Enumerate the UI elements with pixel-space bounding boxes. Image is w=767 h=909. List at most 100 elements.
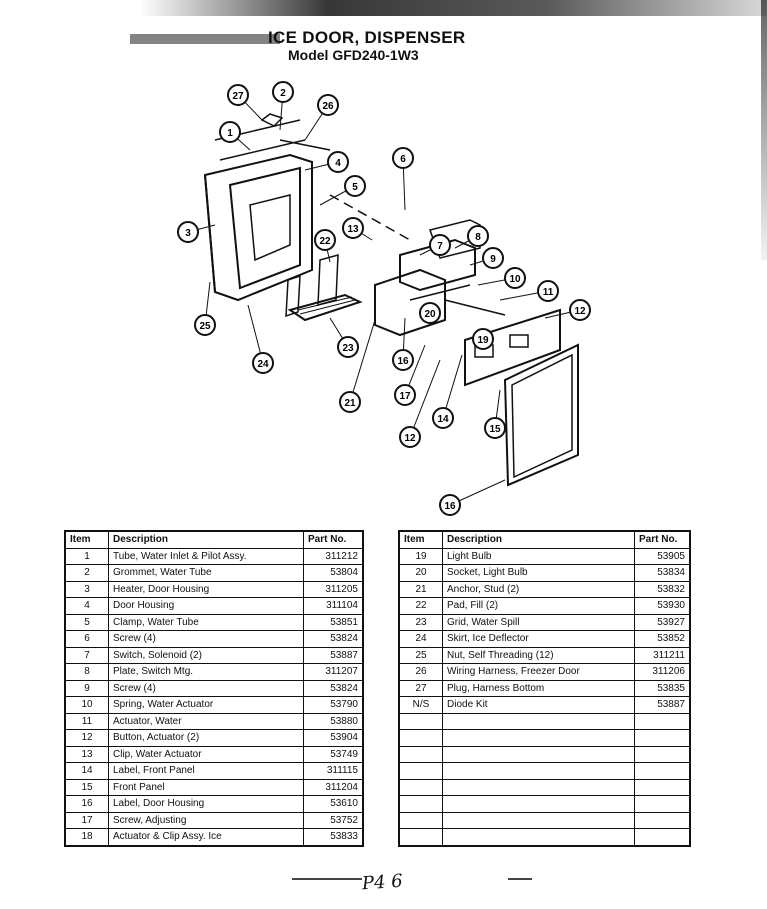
callout-label: 7 bbox=[437, 241, 443, 252]
callout-4: 4 bbox=[327, 151, 349, 173]
part-no-cell bbox=[634, 762, 691, 780]
callout-circle bbox=[252, 352, 274, 374]
callout-bubbles: 1234567891011121213141516161719202122232… bbox=[177, 81, 591, 516]
part-no-cell bbox=[634, 729, 691, 747]
table-row bbox=[398, 745, 691, 763]
callout-circle bbox=[467, 225, 489, 247]
callout-circle bbox=[482, 247, 504, 269]
callout-21: 21 bbox=[339, 391, 361, 413]
description-cell: Door Housing bbox=[108, 597, 304, 615]
part-no-cell: 53887 bbox=[303, 646, 364, 664]
description-cell: Screw (4) bbox=[108, 679, 304, 697]
item-cell: 20 bbox=[398, 564, 443, 582]
callout-22: 22 bbox=[314, 229, 336, 251]
actuator-assembly-drawing bbox=[329, 194, 506, 337]
callout-2: 2 bbox=[272, 81, 294, 103]
table-row bbox=[398, 712, 691, 730]
part-no-cell: 53824 bbox=[303, 630, 364, 648]
callout-label: 11 bbox=[543, 287, 554, 298]
description-cell: Wiring Harness, Freezer Door bbox=[442, 663, 635, 681]
door-housing-drawing bbox=[203, 113, 331, 302]
callout-label: 14 bbox=[437, 414, 449, 425]
part-no-cell: 53834 bbox=[634, 564, 691, 582]
callout-label: 13 bbox=[347, 224, 359, 235]
callout-circle bbox=[472, 328, 494, 350]
description-cell bbox=[442, 712, 635, 730]
callout-label: 15 bbox=[489, 424, 501, 435]
footer-scan-mark bbox=[508, 878, 532, 880]
item-cell bbox=[398, 795, 443, 813]
part-no-cell: 311206 bbox=[634, 663, 691, 681]
callout-7: 7 bbox=[429, 234, 451, 256]
item-cell bbox=[398, 745, 443, 763]
item-cell: 7 bbox=[64, 646, 109, 664]
part-no-cell: 53887 bbox=[634, 696, 691, 714]
description-cell: Socket, Light Bulb bbox=[442, 564, 635, 582]
part-no-cell: 53804 bbox=[303, 564, 364, 582]
item-cell: 15 bbox=[64, 778, 109, 796]
part-no-cell: 311205 bbox=[303, 580, 364, 598]
table-row bbox=[398, 762, 691, 780]
description-cell: Grommet, Water Tube bbox=[108, 564, 304, 582]
item-cell: 21 bbox=[398, 580, 443, 598]
part-no-cell: 53752 bbox=[303, 811, 364, 829]
callout-label: 25 bbox=[199, 321, 211, 332]
item-cell: 16 bbox=[64, 795, 109, 813]
scan-artifact-edge bbox=[761, 0, 767, 260]
callout-circle bbox=[272, 81, 294, 103]
callout-13: 13 bbox=[342, 217, 364, 239]
part-no-cell: 53790 bbox=[303, 696, 364, 714]
item-cell bbox=[398, 811, 443, 829]
description-column-header: Description bbox=[442, 530, 635, 549]
description-cell bbox=[442, 811, 635, 829]
part-no-cell bbox=[634, 778, 691, 796]
callout-circle bbox=[194, 314, 216, 336]
callout-label: 22 bbox=[319, 236, 331, 247]
table-row bbox=[398, 828, 691, 846]
item-cell: 11 bbox=[64, 712, 109, 730]
callout-12: 12 bbox=[569, 299, 591, 321]
callout-19: 19 bbox=[472, 328, 494, 350]
item-cell bbox=[398, 712, 443, 730]
model-subtitle: Model GFD240-1W3 bbox=[288, 47, 419, 63]
callout-label: 26 bbox=[322, 101, 334, 112]
handwritten-page-mark: P4 6 bbox=[361, 870, 404, 895]
item-cell: 19 bbox=[398, 547, 443, 565]
description-cell: Skirt, Ice Deflector bbox=[442, 630, 635, 648]
callout-label: 5 bbox=[352, 182, 358, 193]
callout-label: 1 bbox=[227, 128, 233, 139]
description-cell: Screw (4) bbox=[108, 630, 304, 648]
part-no-cell: 53610 bbox=[303, 795, 364, 813]
callout-17: 17 bbox=[394, 384, 416, 406]
item-cell: 2 bbox=[64, 564, 109, 582]
callout-6: 6 bbox=[392, 147, 414, 169]
part-no-cell: 311207 bbox=[303, 663, 364, 681]
part-no-cell: 311211 bbox=[634, 646, 691, 664]
callout-26: 26 bbox=[317, 94, 339, 116]
callout-27: 27 bbox=[227, 84, 249, 106]
item-column-header: Item bbox=[64, 530, 109, 549]
footer-scan-mark bbox=[292, 878, 362, 880]
item-cell: 5 bbox=[64, 613, 109, 631]
callout-label: 16 bbox=[444, 501, 456, 512]
callout-circle bbox=[392, 349, 414, 371]
callout-label: 2 bbox=[280, 88, 286, 99]
part-no-cell: 311104 bbox=[303, 597, 364, 615]
item-cell: 23 bbox=[398, 613, 443, 631]
callout-circle bbox=[227, 84, 249, 106]
callout-23: 23 bbox=[337, 336, 359, 358]
item-cell: 18 bbox=[64, 828, 109, 846]
item-cell: N/S bbox=[398, 696, 443, 714]
callout-20: 20 bbox=[419, 302, 441, 324]
